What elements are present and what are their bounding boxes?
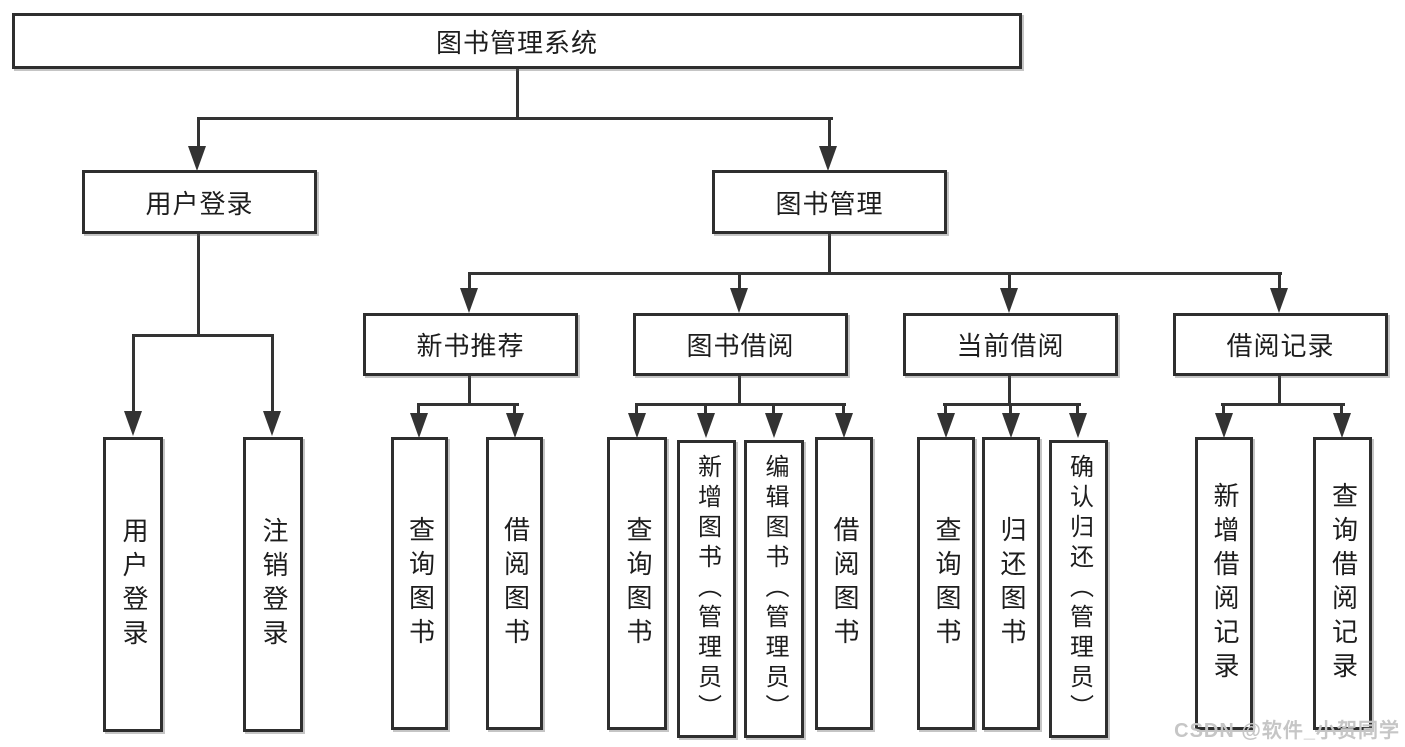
connector-line: [1008, 275, 1011, 289]
node-book-borrow: 图书借阅: [633, 313, 848, 376]
leaf-query-books-recommend: 查询图书: [391, 437, 448, 730]
connector-line: [704, 406, 707, 414]
leaf-user-login: 用户登录: [103, 437, 163, 732]
arrowhead-down: [263, 411, 281, 436]
leaf-query-borrow-record: 查询借阅记录: [1313, 437, 1372, 730]
connector-line: [828, 120, 831, 148]
arrowhead-down: [124, 411, 142, 436]
leaf-query-books-current-label: 查询图书: [932, 515, 961, 652]
leaf-return-books-label: 归还图书: [997, 515, 1026, 652]
connector-line: [1009, 406, 1012, 414]
connector-line: [772, 406, 775, 414]
connector-line: [1222, 406, 1225, 414]
arrowhead-down: [835, 413, 853, 438]
node-new-book-recommend: 新书推荐: [363, 313, 578, 376]
leaf-edit-books-admin-label: 编辑图书（管理员）: [761, 454, 787, 724]
connector-line: [1076, 406, 1079, 414]
connector-line: [468, 272, 1282, 275]
connector-line: [635, 406, 638, 414]
node-current-borrow-label: 当前借阅: [956, 332, 1065, 361]
leaf-query-books-current: 查询图书: [917, 437, 975, 730]
leaf-return-books: 归还图书: [982, 437, 1040, 730]
leaf-confirm-return-admin: 确认归还（管理员）: [1049, 440, 1108, 738]
leaf-add-borrow-record-label: 新增借阅记录: [1210, 481, 1239, 686]
connector-line: [197, 120, 200, 148]
node-book-management-label: 图书管理: [775, 189, 884, 219]
connector-line: [417, 406, 420, 414]
arrowhead-down: [1215, 413, 1233, 438]
arrowhead-down: [1002, 413, 1020, 438]
leaf-logout-login: 注销登录: [243, 437, 303, 732]
connector-line: [943, 403, 1081, 406]
arrowhead-down: [506, 413, 524, 438]
leaf-logout-login-label: 注销登录: [259, 516, 288, 653]
leaf-user-login-label: 用户登录: [119, 516, 148, 653]
node-book-management: 图书管理: [712, 170, 947, 234]
connector-line: [828, 234, 831, 275]
connector-line: [1221, 403, 1345, 406]
node-new-book-recommend-label: 新书推荐: [416, 332, 525, 361]
node-user-login: 用户登录: [82, 170, 317, 234]
node-user-login-label: 用户登录: [145, 189, 254, 219]
connector-line: [468, 376, 471, 406]
connector-line: [516, 69, 519, 120]
node-borrow-records: 借阅记录: [1173, 313, 1388, 376]
leaf-add-books-admin: 新增图书（管理员）: [677, 440, 736, 738]
connector-line: [417, 403, 519, 406]
node-root-system: 图书管理系统: [12, 13, 1022, 69]
connector-line: [132, 334, 274, 337]
arrowhead-down: [1069, 413, 1087, 438]
arrowhead-down: [765, 413, 783, 438]
connector-line: [738, 376, 741, 406]
connector-line: [132, 337, 135, 411]
connector-line: [468, 275, 471, 289]
leaf-borrow-books-borrow-label: 借阅图书: [830, 515, 859, 652]
connector-line: [944, 406, 947, 414]
node-borrow-records-label: 借阅记录: [1226, 332, 1335, 361]
arrowhead-down: [697, 413, 715, 438]
connector-line: [197, 234, 200, 336]
connector-line: [635, 403, 846, 406]
arrowhead-down: [1333, 413, 1351, 438]
node-current-borrow: 当前借阅: [903, 313, 1118, 376]
leaf-edit-books-admin: 编辑图书（管理员）: [744, 440, 804, 738]
leaf-borrow-books-borrow: 借阅图书: [815, 437, 873, 730]
leaf-query-borrow-record-label: 查询借阅记录: [1328, 481, 1358, 686]
node-book-borrow-label: 图书借阅: [686, 332, 795, 361]
connector-line: [1278, 275, 1281, 289]
arrowhead-down: [1000, 288, 1018, 313]
leaf-add-books-admin-label: 新增图书（管理员）: [693, 454, 720, 724]
arrowhead-down: [730, 288, 748, 313]
connector-line: [271, 337, 274, 411]
connector-line: [513, 406, 516, 414]
connector-line: [738, 275, 741, 289]
arrowhead-down: [460, 288, 478, 313]
leaf-borrow-books-recommend-label: 借阅图书: [500, 515, 530, 652]
arrowhead-down: [1270, 288, 1288, 313]
leaf-add-borrow-record: 新增借阅记录: [1195, 437, 1253, 730]
arrowhead-down: [410, 413, 428, 438]
connector-line: [1008, 376, 1011, 406]
connector-line: [1340, 406, 1343, 414]
arrowhead-down: [188, 146, 206, 171]
leaf-query-books-borrow: 查询图书: [607, 437, 667, 730]
leaf-confirm-return-admin-label: 确认归还（管理员）: [1065, 454, 1092, 724]
csdn-watermark: CSDN @软件_小贺同学: [1174, 720, 1400, 742]
connector-line: [197, 117, 833, 120]
connector-line: [1278, 376, 1281, 406]
node-root-label: 图书管理系统: [435, 28, 598, 58]
arrowhead-down: [937, 413, 955, 438]
leaf-query-books-borrow-label: 查询图书: [623, 515, 652, 652]
arrowhead-down: [628, 413, 646, 438]
leaf-borrow-books-recommend: 借阅图书: [486, 437, 543, 730]
leaf-query-books-recommend-label: 查询图书: [405, 515, 435, 652]
arrowhead-down: [819, 146, 837, 171]
connector-line: [842, 406, 845, 414]
